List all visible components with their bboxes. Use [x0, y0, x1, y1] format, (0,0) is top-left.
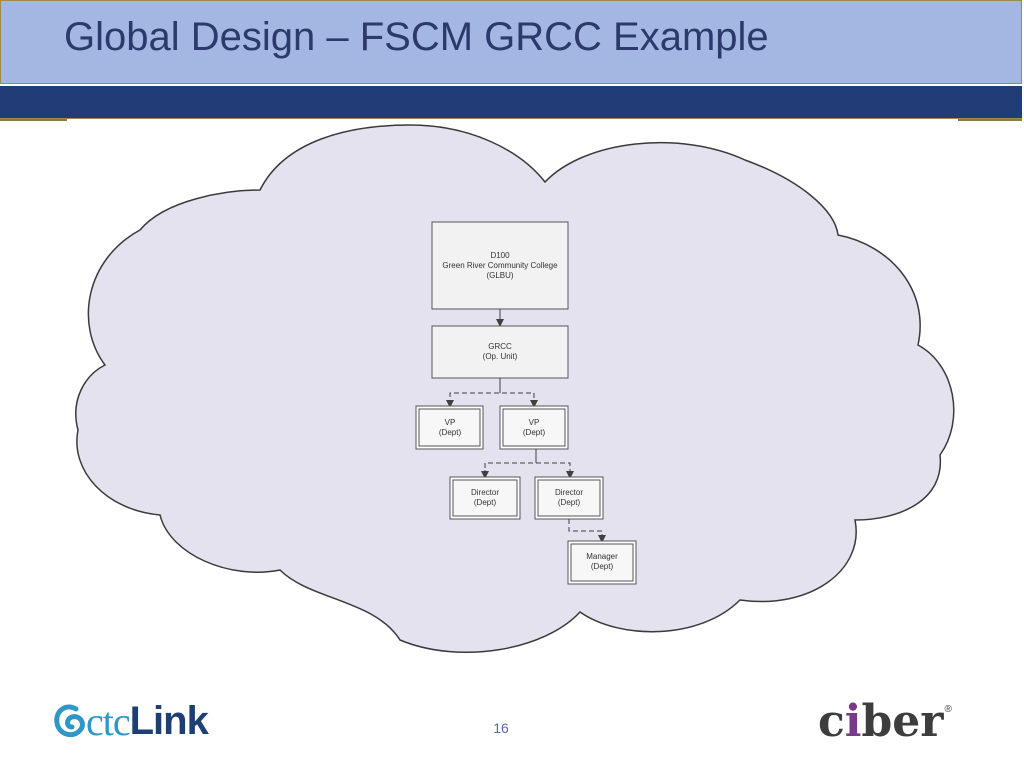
node-unit: GRCC (Op. Unit) [431, 325, 569, 379]
node-root-line1: D100 [490, 251, 510, 260]
title-underline-band [0, 86, 1022, 119]
registered-mark: ® [944, 704, 952, 715]
node-director-right-line1: Director [555, 488, 583, 497]
ctclink-logo-ctc: ctc [86, 698, 131, 744]
node-director-right-line2: (Dept) [558, 498, 581, 507]
node-vp-right-line2: (Dept) [523, 428, 546, 437]
ledge-left [0, 119, 67, 121]
ciber-logo-ber: ber [861, 695, 944, 747]
ciber-logo-c: c [818, 695, 845, 747]
ciber-logo-i: i [844, 695, 862, 747]
node-manager-line1: Manager [586, 552, 618, 561]
connector-vp-directors [481, 449, 574, 479]
node-vp-left-line1: VP [445, 418, 456, 427]
node-manager: Manager (Dept) [567, 540, 637, 585]
page-number: 16 [493, 720, 509, 736]
ctclink-logo-link: Link [129, 698, 209, 743]
ledge-right [958, 119, 1022, 121]
node-director-left-line1: Director [471, 488, 499, 497]
node-vp-right-line1: VP [529, 418, 540, 427]
slide-title: Global Design – FSCM GRCC Example [64, 15, 769, 59]
node-vp-right: VP (Dept) [499, 405, 569, 450]
node-unit-line2: (Op. Unit) [483, 352, 518, 361]
title-band: Global Design – FSCM GRCC Example [0, 0, 1022, 84]
connector-unit-vps [446, 378, 538, 408]
node-root-line2: Green River Community College [442, 261, 558, 270]
connector-director-manager [568, 519, 606, 543]
node-director-left-line2: (Dept) [474, 498, 497, 507]
node-vp-left-line2: (Dept) [439, 428, 462, 437]
node-director-right: Director (Dept) [534, 476, 604, 520]
cloud-shape [75, 124, 955, 654]
swirl-logo-icon [54, 704, 85, 738]
node-root-line3: (GLBU) [486, 271, 513, 280]
node-director-left: Director (Dept) [449, 476, 521, 520]
node-unit-line1: GRCC [488, 342, 512, 351]
node-manager-line2: (Dept) [591, 562, 614, 571]
node-vp-left: VP (Dept) [415, 405, 484, 450]
node-root: D100 Green River Community College (GLBU… [431, 221, 569, 310]
